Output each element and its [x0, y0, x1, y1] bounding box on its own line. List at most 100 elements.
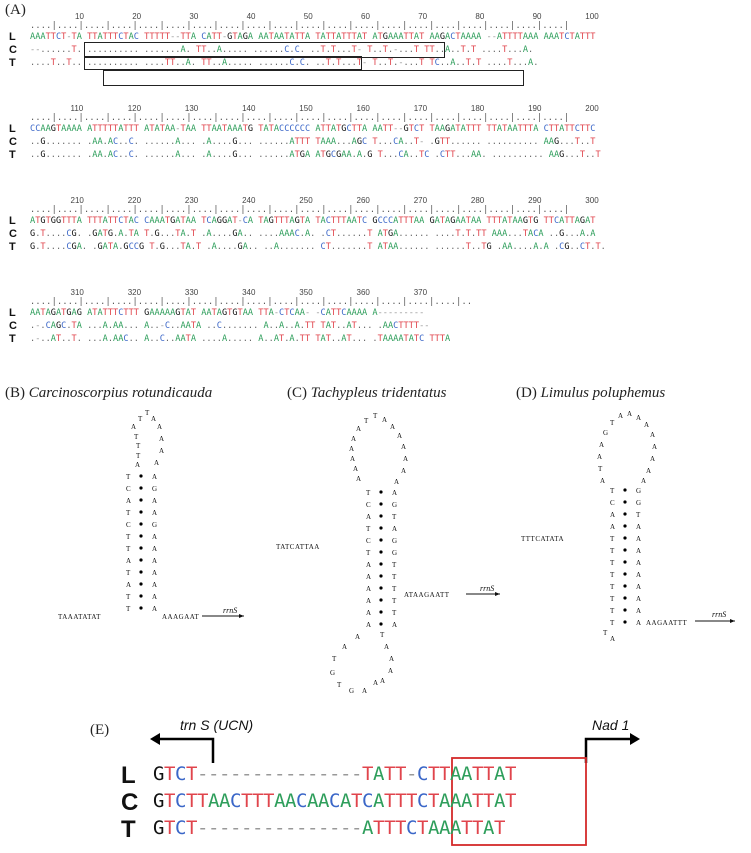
panel-e-row-label: C — [121, 789, 139, 816]
ruler-number: 10 — [75, 12, 84, 21]
svg-text:A: A — [392, 525, 397, 533]
svg-text:A: A — [356, 475, 361, 483]
nad1-arrow — [584, 737, 633, 763]
svg-text:A: A — [351, 435, 356, 443]
sequence-row: ..G....... .AA.AC..C. ......A... .A....G… — [30, 137, 596, 147]
alignment-box-c — [84, 42, 445, 58]
ruler-number: 190 — [528, 104, 542, 113]
ruler-number: 220 — [127, 196, 142, 205]
panel-e-row-label: T — [121, 816, 136, 843]
svg-text:A: A — [152, 509, 157, 517]
ruler-number: 330 — [184, 288, 199, 297]
sequence-row: .-..AT..T. ...A.AAC.. A..C..AATA ....A..… — [30, 334, 451, 344]
ruler-number: 260 — [356, 196, 370, 205]
panel-c-label: (C) — [287, 385, 307, 401]
ruler-number: 210 — [70, 196, 84, 205]
svg-text:T: T — [136, 442, 141, 450]
svg-text:A: A — [641, 477, 646, 485]
svg-text:A: A — [389, 655, 394, 663]
svg-text:T: T — [603, 629, 608, 637]
svg-text:A: A — [152, 497, 157, 505]
svg-text:T: T — [366, 525, 371, 533]
sequence-row: G.T....CG. .GATG.A.TA T.G...TA.T .A....G… — [30, 229, 596, 239]
svg-text:T: T — [392, 513, 397, 521]
svg-text:A: A — [636, 547, 641, 555]
svg-text:T: T — [392, 597, 397, 605]
svg-text:T: T — [126, 473, 131, 481]
svg-text:A: A — [152, 473, 157, 481]
svg-text:A: A — [135, 461, 140, 469]
svg-text:T: T — [598, 465, 603, 473]
ruler-number: 110 — [70, 104, 84, 113]
svg-text:G: G — [330, 669, 335, 677]
sequence-row: ..G....... .AA.AC..C. ......A... .A....G… — [30, 150, 601, 160]
ruler-number: 300 — [585, 196, 599, 205]
svg-text:A: A — [392, 489, 397, 497]
svg-text:T: T — [610, 547, 615, 555]
panel-b-label: (B) — [5, 385, 25, 401]
svg-text:T: T — [610, 619, 615, 627]
svg-text:T: T — [126, 605, 131, 613]
species-row-label: T — [9, 241, 16, 253]
ruler-number: 200 — [585, 104, 599, 113]
trns-arrow — [157, 737, 215, 763]
panel-b-title: (B) Carcinoscorpius rotundicauda — [5, 385, 212, 402]
ruler-number: 20 — [132, 12, 142, 21]
gene-right-label: Nad 1 — [592, 717, 630, 733]
stem-b-left-tail: TAAATATAT — [58, 613, 101, 621]
overlap-box — [451, 757, 587, 846]
svg-text:A: A — [366, 573, 371, 581]
species-row-label: T — [9, 333, 16, 345]
svg-text:A: A — [636, 571, 641, 579]
sequence-row: --......T. .......... .......A. TT..A...… — [30, 45, 534, 55]
svg-text:A: A — [350, 455, 355, 463]
svg-text:G: G — [152, 521, 157, 529]
sequence-row: .-.CAGC.TA ...A.AA... A..-C..AATA ..C...… — [30, 321, 430, 331]
svg-text:T: T — [610, 583, 615, 591]
species-row-label: L — [9, 307, 16, 319]
svg-text:T: T — [126, 569, 131, 577]
sequence-row: ....T..T.. .......... ....TT..A. TT..A..… — [30, 58, 539, 68]
svg-text:A: A — [636, 595, 641, 603]
stem-d-right-tail: AAGAATTT — [646, 619, 688, 627]
panel-a-label: (A) — [5, 2, 26, 18]
species-row-label: T — [9, 57, 16, 69]
svg-text:A: A — [610, 523, 615, 531]
svg-text:C: C — [126, 485, 131, 493]
svg-text:G: G — [603, 429, 608, 437]
svg-text:T: T — [126, 509, 131, 517]
svg-text:A: A — [650, 455, 655, 463]
svg-text:T: T — [373, 412, 378, 420]
svg-text:G: G — [636, 487, 641, 495]
svg-text:A: A — [618, 412, 623, 420]
svg-text:A: A — [599, 441, 604, 449]
ruler-dots: ....|....|....|....|....|....|....|....|… — [30, 205, 570, 215]
ruler-number: 290 — [528, 196, 542, 205]
svg-text:A: A — [152, 605, 157, 613]
svg-text:A: A — [159, 447, 164, 455]
svg-text:T: T — [126, 533, 131, 541]
ruler-number: 350 — [299, 288, 313, 297]
ruler-number: 140 — [242, 104, 256, 113]
svg-text:A: A — [366, 597, 371, 605]
svg-text:A: A — [600, 477, 605, 485]
svg-text:A: A — [397, 432, 402, 440]
alignment-box-c-short — [84, 56, 362, 70]
svg-text:A: A — [401, 443, 406, 451]
svg-text:A: A — [366, 609, 371, 617]
svg-text:A: A — [636, 559, 641, 567]
ruler-number: 80 — [475, 12, 485, 21]
svg-text:T: T — [636, 511, 641, 519]
svg-text:A: A — [131, 423, 136, 431]
svg-text:A: A — [627, 410, 632, 418]
svg-text:A: A — [151, 415, 156, 423]
ruler-number: 250 — [299, 196, 313, 205]
ruler-number: 310 — [70, 288, 84, 297]
svg-text:T: T — [145, 409, 150, 417]
stem-c-left-tail: TATCATTAA — [276, 543, 320, 551]
ruler-number: 320 — [127, 288, 142, 297]
stem-loop-b: ATTT ATTA AAAA TCAT CTTA TATT AGAA GAAA … — [58, 409, 244, 621]
ruler-number: 30 — [189, 12, 199, 21]
